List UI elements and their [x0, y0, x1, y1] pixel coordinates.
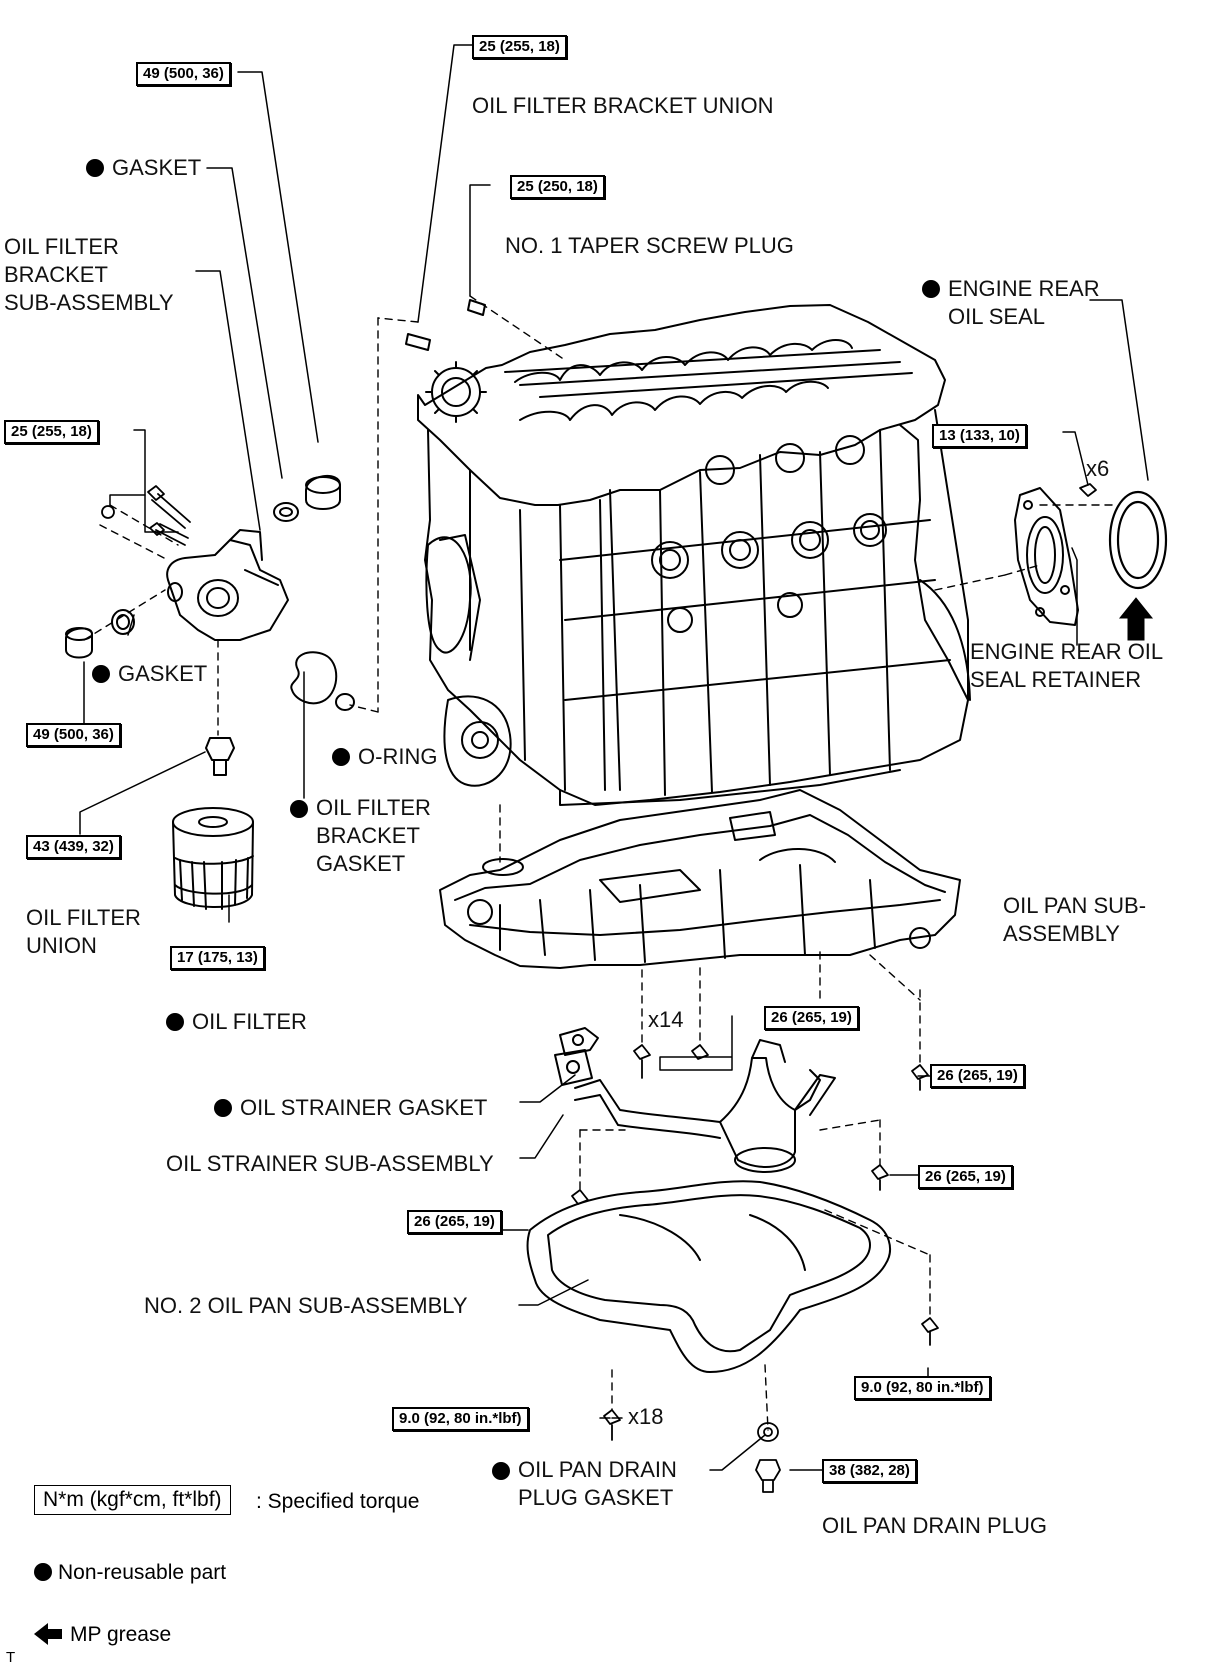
- dashed-lines: [83, 295, 1113, 1431]
- torque-value: 49 (500, 36): [136, 62, 231, 86]
- torque-value: 26 (265, 19): [407, 1210, 502, 1234]
- oil-pan-upper: [439, 789, 961, 969]
- oil-pan-lower: [526, 1180, 891, 1373]
- torque-value: 25 (250, 18): [510, 175, 605, 199]
- bracket-bolts: [101, 485, 191, 546]
- label-text: OIL FILTER BRACKET GASKET: [316, 795, 431, 876]
- label-x18: x18: [628, 1404, 664, 1429]
- label-oil-pan-drain-plug-gasket: OIL PAN DRAIN PLUG GASKET: [492, 1456, 677, 1512]
- label-gasket-mid: GASKET: [92, 660, 207, 688]
- corner-mark: T: [6, 1649, 16, 1666]
- legend-mp-grease: MP grease: [34, 1623, 171, 1647]
- legend-mp-grease-text: MP grease: [70, 1623, 172, 1646]
- label-oil-filter-union: OIL FILTER UNION: [26, 905, 141, 958]
- label-text: GASKET: [112, 155, 202, 180]
- mp-grease-arrow: [1118, 597, 1154, 641]
- small-bolts: [571, 483, 1097, 1493]
- torque-value: 9.0 (92, 80 in.*lbf): [392, 1407, 529, 1431]
- torque-value: 49 (500, 36): [26, 723, 121, 747]
- nonreusable-dot-icon: [332, 748, 350, 766]
- nonreusable-dot-icon: [86, 159, 104, 177]
- arrow-left-icon: [34, 1623, 48, 1645]
- label-gasket-top: GASKET: [86, 154, 201, 182]
- label-oil-pan-drain-plug: OIL PAN DRAIN PLUG: [822, 1513, 1047, 1538]
- label-oil-filter-bracket-gasket: OIL FILTER BRACKET GASKET: [290, 794, 431, 878]
- nonreusable-dot-icon: [290, 800, 308, 818]
- label-text: ENGINE REAR OIL SEAL: [948, 276, 1100, 329]
- nonreusable-dot-icon: [166, 1013, 184, 1031]
- torque-value: 26 (265, 19): [764, 1006, 859, 1030]
- nonreusable-dot-icon: [214, 1099, 232, 1117]
- oil-strainer: [554, 1039, 836, 1173]
- label-o-ring: O-RING: [332, 743, 437, 771]
- legend-nonreusable: Non-reusable part: [34, 1561, 226, 1585]
- label-text: GASKET: [118, 661, 208, 686]
- label-oil-pan-sub-assembly: OIL PAN SUB- ASSEMBLY: [1003, 893, 1147, 946]
- label-oil-filter-bracket-union: OIL FILTER BRACKET UNION: [472, 93, 774, 118]
- label-text: OIL STRAINER GASKET: [240, 1095, 488, 1120]
- torque-value: 26 (265, 19): [918, 1165, 1013, 1189]
- rear-oil-seal: [1108, 490, 1168, 590]
- legend-torque-text: : Specified torque: [256, 1490, 420, 1513]
- label-engine-rear-oil-seal: ENGINE REAR OIL SEAL: [922, 275, 1100, 331]
- legend-torque-box: N*m (kgf*cm, ft*lbf): [34, 1485, 231, 1515]
- label-engine-rear-oil-seal-retainer: ENGINE REAR OIL SEAL RETAINER: [970, 639, 1164, 692]
- rear-seal-retainer: [1014, 487, 1079, 626]
- engine-block: [417, 304, 971, 806]
- arrow-tail: [48, 1629, 62, 1639]
- oil-filter-bracket: [166, 529, 289, 641]
- torque-value: 26 (265, 19): [930, 1064, 1025, 1088]
- nonreusable-dot-icon: [92, 665, 110, 683]
- oil-filter: [172, 807, 254, 910]
- torque-value: 9.0 (92, 80 in.*lbf): [854, 1376, 991, 1400]
- torque-value: 43 (439, 32): [26, 835, 121, 859]
- label-text: OIL PAN DRAIN PLUG GASKET: [518, 1457, 677, 1510]
- label-x6: x6: [1086, 456, 1110, 481]
- label-no1-taper-screw-plug: NO. 1 TAPER SCREW PLUG: [505, 233, 794, 258]
- label-oil-filter-bracket-sub-assembly: OIL FILTER BRACKET SUB-ASSEMBLY: [4, 234, 174, 315]
- nonreusable-dot-icon: [492, 1462, 510, 1480]
- torque-value: 25 (255, 18): [472, 35, 567, 59]
- nonreusable-dot-icon: [34, 1563, 52, 1581]
- label-text: O-RING: [358, 744, 438, 769]
- label-oil-strainer-sub-assembly: OIL STRAINER SUB-ASSEMBLY: [166, 1151, 494, 1176]
- label-oil-filter: OIL FILTER: [166, 1008, 307, 1036]
- torque-value: 25 (255, 18): [4, 420, 99, 444]
- label-x14: x14: [648, 1007, 684, 1032]
- torque-value: 38 (382, 28): [822, 1459, 917, 1483]
- plugs: [65, 299, 486, 776]
- label-text: OIL FILTER: [192, 1009, 307, 1034]
- label-oil-strainer-gasket: OIL STRAINER GASKET: [214, 1094, 487, 1122]
- gaskets: [290, 651, 599, 1056]
- torque-value: 17 (175, 13): [170, 946, 265, 970]
- label-no2-oil-pan-sub-assembly: NO. 2 OIL PAN SUB-ASSEMBLY: [144, 1293, 468, 1318]
- legend-nonreusable-text: Non-reusable part: [58, 1561, 227, 1584]
- nonreusable-dot-icon: [922, 280, 940, 298]
- torque-value: 13 (133, 10): [932, 424, 1027, 448]
